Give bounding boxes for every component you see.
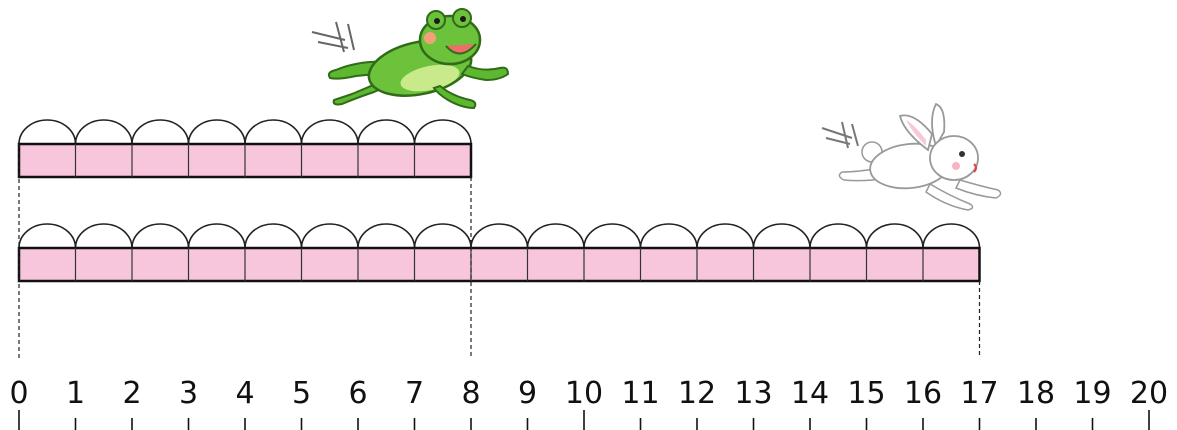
rabbit-bar-jump-arc <box>74 223 133 249</box>
tick-label: 12 <box>678 376 716 411</box>
tick-label: 4 <box>235 376 254 411</box>
frog-icon <box>311 8 510 110</box>
tick-label: 0 <box>9 376 28 411</box>
tick-label: 3 <box>179 376 198 411</box>
rabbit-bar-jump-arc <box>809 223 868 249</box>
rabbit-icon <box>821 102 1002 211</box>
rabbit-bar-jump-arc <box>696 223 755 249</box>
rabbit-bar-jump-arc <box>413 223 472 249</box>
rabbit-bar-rect <box>17 246 981 283</box>
frog-bar-jump-arc <box>244 119 303 145</box>
tick-label: 18 <box>1017 376 1055 411</box>
tick-label: 14 <box>791 376 829 411</box>
frog-bar-jump-arc <box>300 119 359 145</box>
rabbit-bar-jump-arc <box>470 223 529 249</box>
tick-label: 5 <box>292 376 311 411</box>
tick-label: 6 <box>348 376 367 411</box>
rabbit-bar <box>17 223 981 283</box>
tick-label: 2 <box>122 376 141 411</box>
rabbit-bar-jump-arc <box>131 223 190 249</box>
frog-bar-jump-arc <box>131 119 190 145</box>
tick-label: 13 <box>734 376 772 411</box>
frog-bar-jump-arc <box>357 119 416 145</box>
tick-label: 17 <box>960 376 998 411</box>
rabbit-bar-jump-arc <box>865 223 924 249</box>
tick-label: 15 <box>847 376 885 411</box>
rabbit-bar-jump-arc <box>357 223 416 249</box>
rabbit-bar-jump-arc <box>300 223 359 249</box>
rabbit-bar-jump-arc <box>18 223 77 249</box>
tick-label: 1 <box>66 376 85 411</box>
frog-bar <box>17 119 473 179</box>
tick-label: 8 <box>461 376 480 411</box>
frog-bar-jump-arc <box>74 119 133 145</box>
tick-label: 11 <box>621 376 659 411</box>
tick-label: 19 <box>1073 376 1111 411</box>
tick-label: 10 <box>565 376 603 411</box>
rabbit-bar-jump-arc <box>639 223 698 249</box>
rabbit-bar-jump-arc <box>187 223 246 249</box>
rabbit-bar-jump-arc <box>583 223 642 249</box>
rabbit-bar-jump-arc <box>526 223 585 249</box>
tick-label: 16 <box>904 376 942 411</box>
frog-bar-jump-arc <box>18 119 77 145</box>
frog-bar-jump-arc <box>187 119 246 145</box>
frog-bar-jump-arc <box>413 119 472 145</box>
dashed-guides <box>18 144 981 358</box>
tick-label: 7 <box>405 376 424 411</box>
tick-label: 20 <box>1130 376 1168 411</box>
rabbit-bar-jump-arc <box>922 223 981 249</box>
tick-label: 9 <box>518 376 537 411</box>
rabbit-bar-jump-arc <box>752 223 811 249</box>
rabbit-bar-jump-arc <box>244 223 303 249</box>
